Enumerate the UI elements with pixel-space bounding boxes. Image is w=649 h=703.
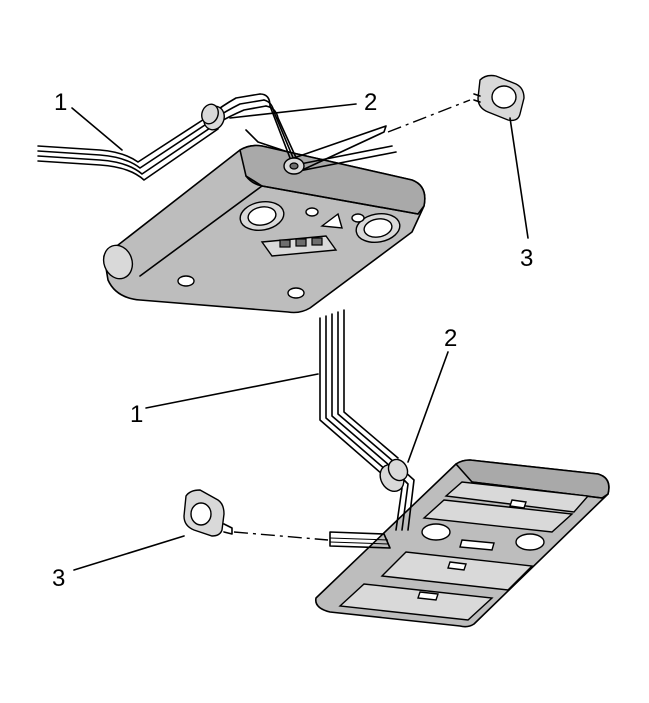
top-callout-2: 2 [364,89,377,116]
bottom-wiring-harness [319,309,415,549]
top-callout-1: 1 [54,89,67,116]
top-overhead-console [102,144,426,314]
bottom-plug [183,489,329,541]
bottom-callout-3: 3 [52,565,65,592]
bottom-callout-3-leader [73,535,185,571]
top-callout-3-leader [509,117,529,239]
bottom-callout-1: 1 [130,401,143,428]
top-console-assembly: 1 2 3 [37,74,533,314]
bottom-callout-2: 2 [444,325,457,352]
top-callout-3: 3 [520,245,533,272]
top-plug [387,74,525,133]
top-wiring-harness [37,93,397,181]
bottom-callout-1-leader [145,373,319,409]
top-callout-2-leader [229,103,357,119]
bottom-overhead-console [314,459,610,628]
top-callout-1-leader [71,107,123,151]
bottom-console-assembly: 1 2 3 [52,309,610,628]
bottom-grommet [379,458,409,493]
bottom-callout-2-leader [407,351,449,463]
top-grommet [201,103,225,131]
